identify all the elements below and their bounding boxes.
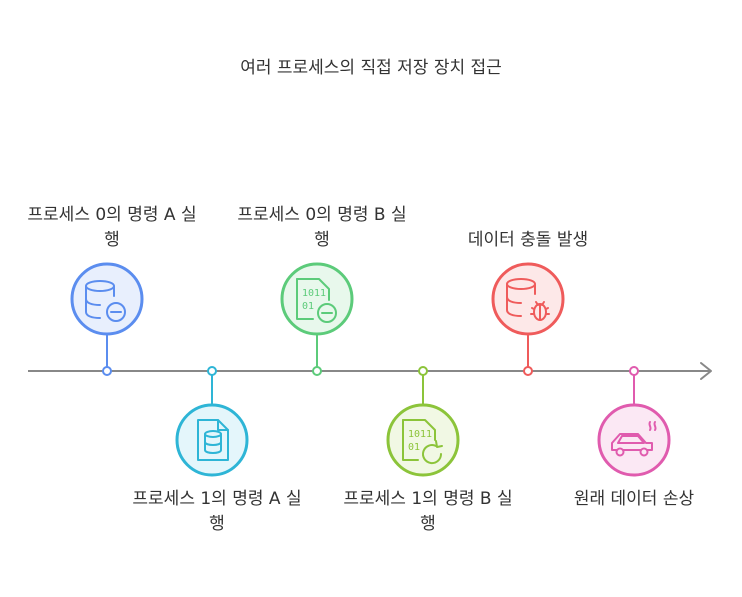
timeline-event-2 xyxy=(175,366,249,477)
event-4-label: 프로세스 1의 명령 B 실행 xyxy=(343,489,513,534)
timeline-event-5 xyxy=(491,262,565,376)
database-bug-icon xyxy=(506,278,550,321)
svg-text:01: 01 xyxy=(408,442,420,453)
timeline-arrowhead xyxy=(700,362,712,380)
database-minus-icon xyxy=(85,280,126,322)
event-6-icon-circle xyxy=(597,403,671,477)
event-5-icon-circle xyxy=(491,262,565,336)
event-3-icon-circle xyxy=(280,262,354,336)
event-1-icon-circle xyxy=(70,262,144,336)
event-3-label: 프로세스 0의 명령 B 실행 xyxy=(237,205,407,250)
event-4-icon-circle xyxy=(386,403,460,477)
svg-text:1011: 1011 xyxy=(408,429,432,440)
event-2-label: 프로세스 1의 명령 A 실행 xyxy=(132,489,302,534)
timeline-event-1 xyxy=(70,262,144,376)
svg-text:01: 01 xyxy=(302,301,314,312)
event-1-label: 프로세스 0의 명령 A 실행 xyxy=(27,205,197,250)
timeline-event-3: 1011 01 xyxy=(280,262,354,376)
event-2-icon-circle xyxy=(175,403,249,477)
diagram-title: 여러 프로세스의 직접 저장 장치 접근 xyxy=(240,58,502,78)
file-database-icon xyxy=(197,419,229,461)
svg-text:1011: 1011 xyxy=(302,288,326,299)
binary-file-minus-icon: 1011 01 xyxy=(296,278,337,323)
event-6-label: 원래 데이터 손상 xyxy=(573,489,695,509)
binary-file-refresh-icon: 1011 01 xyxy=(402,419,443,465)
event-5-label: 데이터 충돌 발생 xyxy=(467,230,589,250)
car-smoke-icon xyxy=(611,421,657,457)
timeline-event-6 xyxy=(597,366,671,477)
timeline-event-4: 1011 01 xyxy=(386,366,460,477)
